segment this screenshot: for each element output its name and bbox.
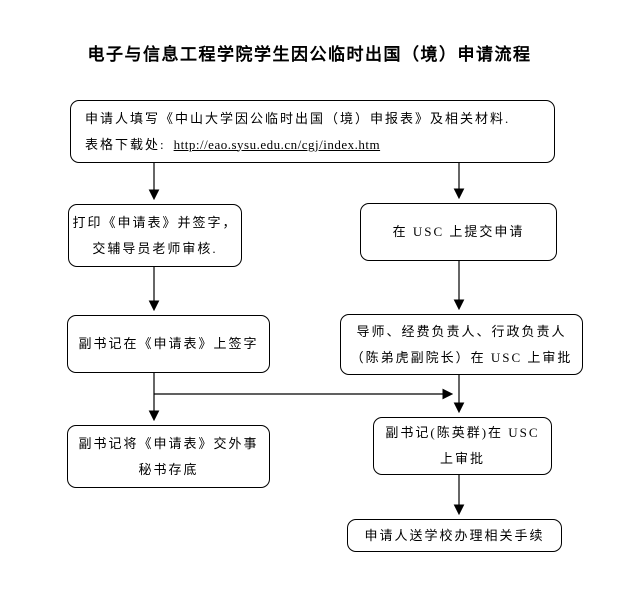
final-procedures-line1: 申请人送学校办理相关手续 xyxy=(364,527,545,543)
box-fill-application: 申请人填写《中山大学因公临时出国（境）申报表》及相关材料. 表格下载处: http… xyxy=(70,100,555,163)
deputy-secretary-sign-line1: 副书记在《申请表》上签字 xyxy=(78,336,259,351)
diagram-title: 电子与信息工程学院学生因公临时出国（境）申请流程 xyxy=(87,45,532,64)
supervisor-approve-line2: （陈弟虎副院长）在 USC 上审批 xyxy=(350,349,573,365)
box-final-procedures: 申请人送学校办理相关手续 xyxy=(347,519,562,552)
print-sign-line1: 打印《申请表》并签字， xyxy=(72,214,238,230)
deputy-secretary-approve-line2: 上审批 xyxy=(439,451,485,466)
box-deputy-secretary-sign: 副书记在《申请表》上签字 xyxy=(67,315,270,373)
supervisor-approve-line1: 导师、经费负责人、行政负责人 xyxy=(356,323,567,339)
usc-submit-line1: 在 USC 上提交申请 xyxy=(392,224,525,239)
box-deputy-secretary-approve: 副书记(陈英群)在 USC 上审批 xyxy=(373,417,552,475)
fill-application-line2: 表格下载处: http://eao.sysu.edu.cn/cgj/index.h… xyxy=(85,132,380,158)
archive-copy-line1: 副书记将《申请表》交外事 xyxy=(78,435,259,451)
form-download-link[interactable]: http://eao.sysu.edu.cn/cgj/index.htm xyxy=(173,136,381,152)
print-sign-line2: 交辅导员老师审核. xyxy=(92,240,218,256)
box-print-sign: 打印《申请表》并签字， 交辅导员老师审核. xyxy=(68,204,242,267)
box-archive-copy: 副书记将《申请表》交外事 秘书存底 xyxy=(67,425,270,488)
box-usc-submit: 在 USC 上提交申请 xyxy=(360,203,557,261)
fill-application-line1: 申请人填写《中山大学因公临时出国（境）申报表》及相关材料. xyxy=(85,110,511,126)
deputy-secretary-approve-line1: 副书记(陈英群)在 USC xyxy=(385,425,540,440)
box-supervisor-approve: 导师、经费负责人、行政负责人 （陈弟虎副院长）在 USC 上审批 xyxy=(340,314,583,375)
download-label: 表格下载处: xyxy=(85,136,166,152)
archive-copy-line2: 秘书存底 xyxy=(138,461,199,477)
